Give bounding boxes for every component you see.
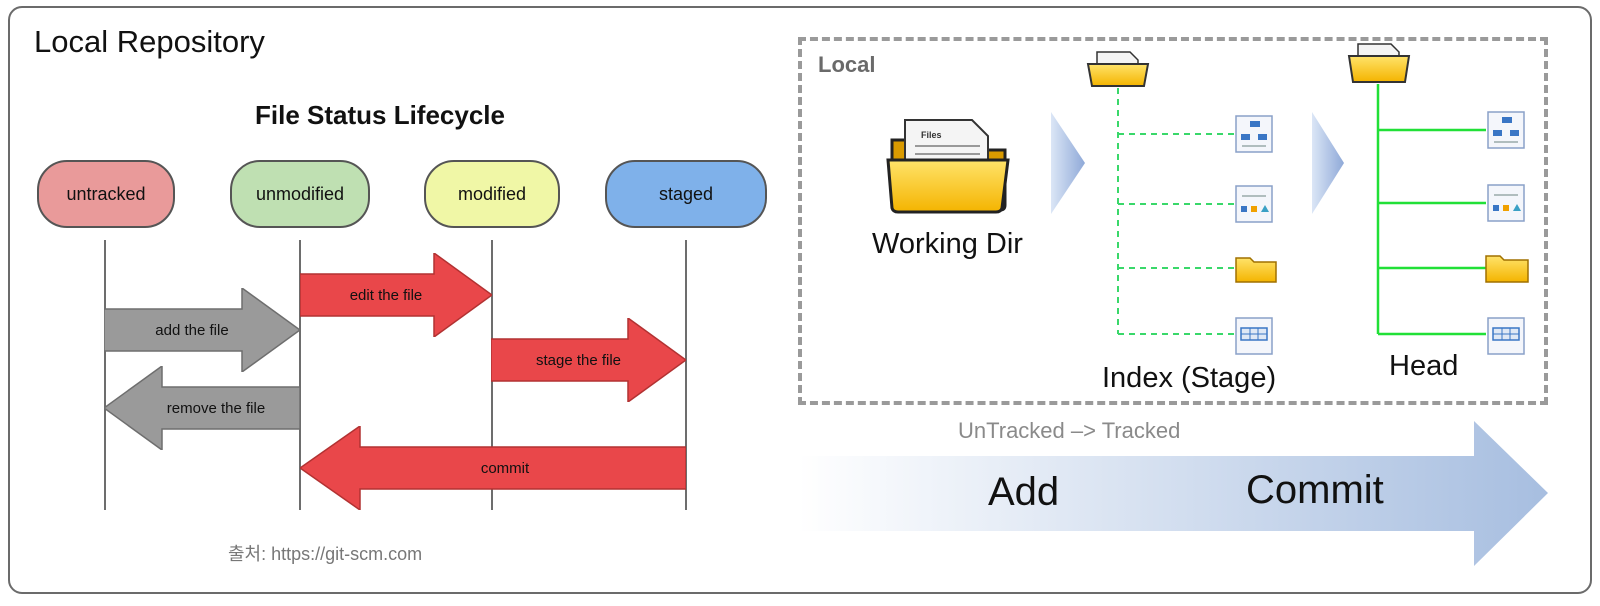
- stage-file-arrow: stage the file: [491, 318, 686, 402]
- index-label: Index (Stage): [1102, 362, 1277, 394]
- local-label: Local: [818, 52, 876, 77]
- state-untracked: untracked: [37, 160, 175, 228]
- working-dir-folder-icon: Files: [886, 119, 1010, 214]
- flow-commit-label: Commit: [1246, 468, 1384, 512]
- add-file-label: add the file: [155, 321, 229, 339]
- flow-arrow: [798, 421, 1548, 566]
- index-tree: [1117, 88, 1234, 335]
- lifeline-untracked: [104, 240, 106, 510]
- lifeline-staged: [685, 240, 687, 510]
- head-tree: [1376, 84, 1486, 336]
- index-folder-icon: [1086, 51, 1150, 87]
- head-folder-icon: [1347, 43, 1411, 83]
- lifecycle-title: File Status Lifecycle: [255, 100, 505, 130]
- lifeline-unmodified: [299, 240, 301, 510]
- commit-arrow: commit: [300, 426, 686, 510]
- add-file-arrow: add the file: [104, 288, 300, 372]
- index-diagram-file-icon: [1235, 115, 1273, 153]
- source-note: 출처: https://git-scm.com: [228, 544, 423, 564]
- svg-text:Files: Files: [921, 130, 942, 140]
- head-label: Head: [1389, 350, 1459, 382]
- index-table-file-icon: [1235, 317, 1273, 355]
- flow-add-label: Add: [988, 470, 1060, 514]
- index-shapes-file-icon: [1235, 185, 1273, 223]
- outer-frame: [8, 6, 1592, 594]
- page-title: Local Repository: [34, 24, 265, 59]
- stage-file-label: stage the file: [535, 351, 622, 369]
- edit-file-label: edit the file: [349, 286, 423, 304]
- remove-file-arrow: remove the file: [104, 366, 300, 450]
- chevron-arrow-2: [1312, 112, 1344, 214]
- head-table-file-icon: [1487, 317, 1525, 355]
- chevron-arrow-1: [1051, 112, 1085, 214]
- head-diagram-file-icon: [1487, 111, 1525, 149]
- index-folder-small-icon: [1235, 257, 1277, 283]
- untracked-note: UnTracked –> Tracked: [958, 418, 1181, 443]
- working-dir-label: Working Dir: [872, 228, 1023, 260]
- local-box: [798, 37, 1548, 405]
- edit-file-arrow: edit the file: [300, 253, 492, 337]
- commit-label: commit: [480, 459, 530, 477]
- state-staged: staged: [605, 160, 767, 228]
- remove-file-label: remove the file: [166, 399, 266, 417]
- state-modified: modified: [424, 160, 560, 228]
- state-unmodified: unmodified: [230, 160, 370, 228]
- head-folder-small-icon: [1485, 255, 1529, 283]
- head-shapes-file-icon: [1487, 184, 1525, 222]
